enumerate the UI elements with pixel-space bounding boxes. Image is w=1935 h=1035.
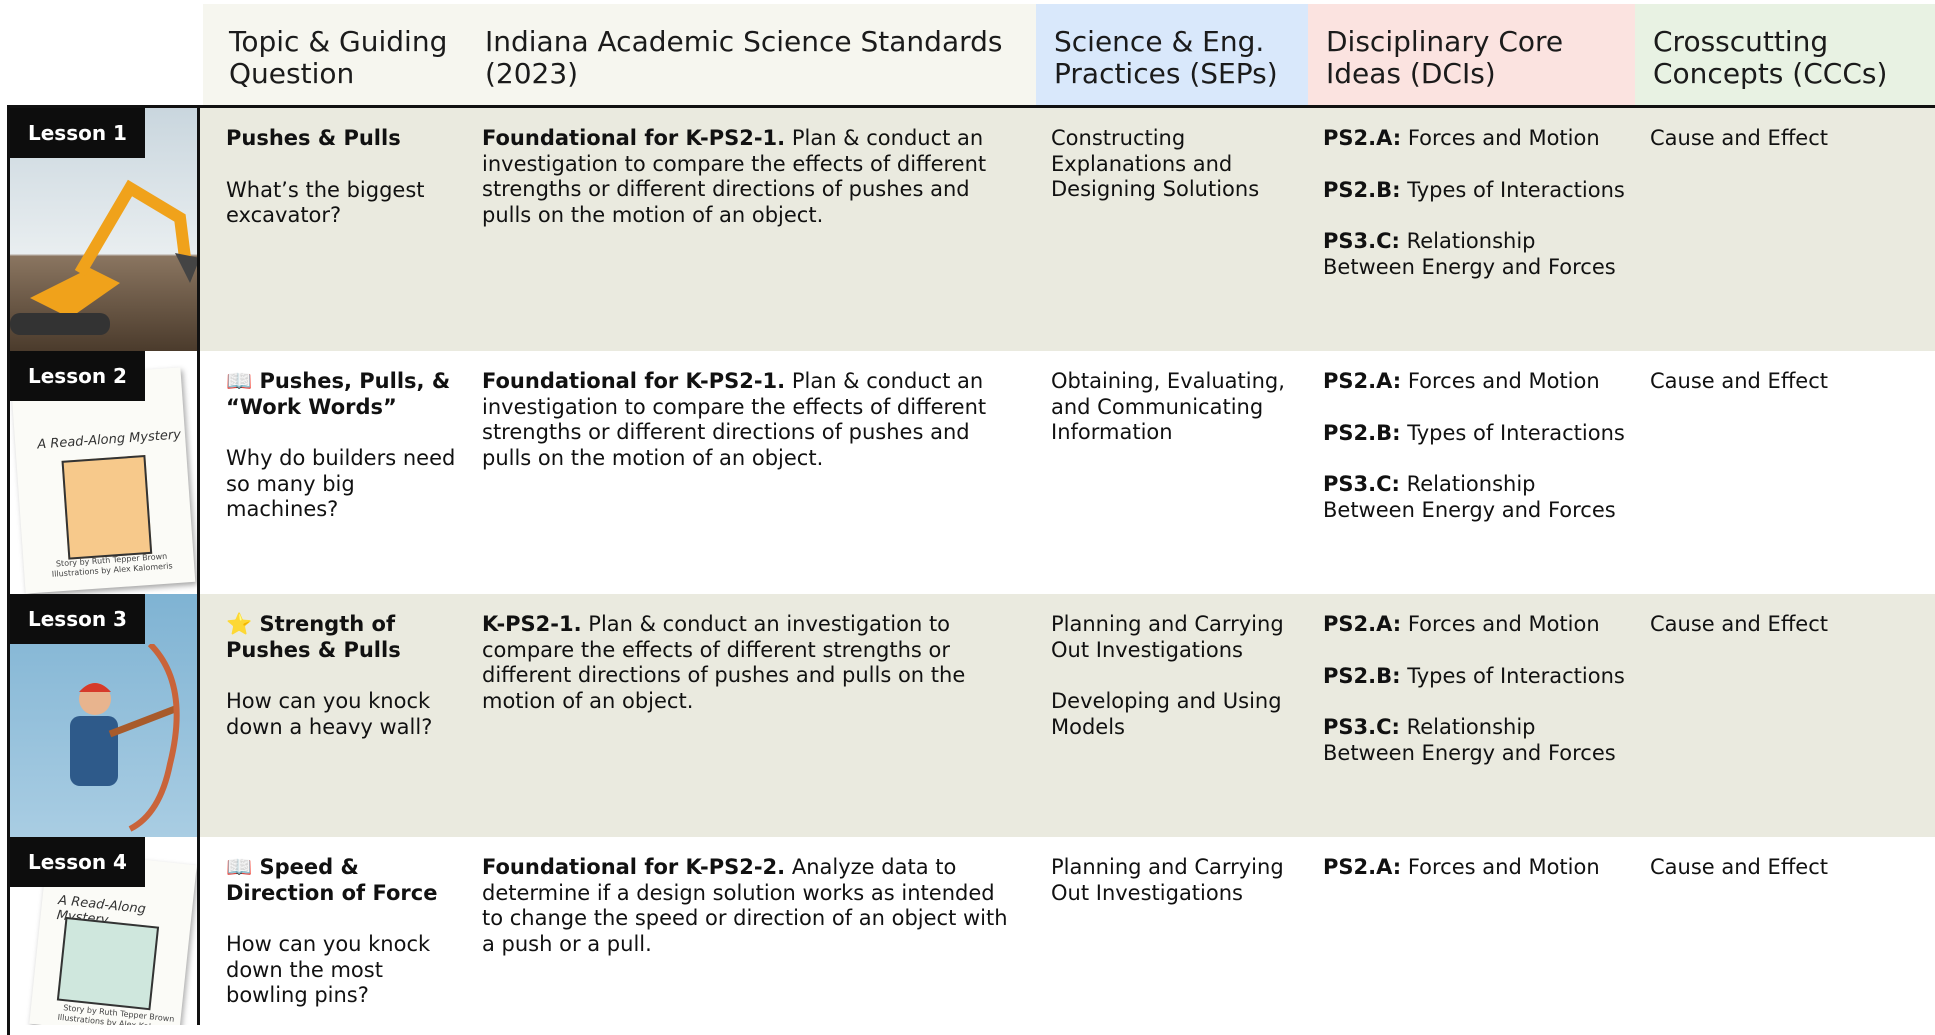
topic-cell: Pushes & Pulls What’s the biggest excava…: [200, 108, 456, 351]
lesson-row-2: A Read-Along Mystery Story by Ruth Teppe…: [10, 351, 1935, 594]
lesson-1-thumbnail: Lesson 1: [10, 108, 200, 351]
lesson-tag: Lesson 1: [10, 108, 145, 158]
topic-title: 📖 Speed & Direction of Force: [226, 855, 438, 905]
guiding-question: Why do builders need so many big machine…: [226, 446, 456, 521]
topic-title: 📖 Pushes, Pulls, & “Work Words”: [226, 369, 451, 419]
bowling-illustration: [56, 916, 160, 1011]
topic-title: ⭐ Strength of Pushes & Pulls: [226, 612, 401, 662]
book-icon: 📖: [226, 369, 253, 393]
standard-cell: Foundational for K-PS2-1. Plan & conduct…: [482, 126, 987, 227]
sep-cell: Obtaining, Evaluating, and Communicating…: [1051, 369, 1285, 444]
guiding-question: What’s the biggest excavator?: [226, 177, 425, 228]
dci-cell: PS2.A: Forces and Motion PS2.B: Types of…: [1323, 369, 1625, 522]
header-seps: Science & Eng. Practices (SEPs): [1036, 4, 1308, 106]
lesson-row-4: A Read-Along Mystery Story by Ruth Teppe…: [10, 837, 1935, 1025]
book-cover-image: A Read-Along Mystery Story by Ruth Teppe…: [10, 367, 196, 594]
ccc-cell: Cause and Effect: [1650, 855, 1828, 879]
ccc-cell: Cause and Effect: [1650, 369, 1828, 393]
standard-cell: Foundational for K-PS2-1. Plan & conduct…: [482, 369, 987, 470]
topic-title: Pushes & Pulls: [226, 126, 401, 150]
lesson-tag: Lesson 2: [10, 351, 145, 401]
sep-cell: Planning and Carrying Out Investigations…: [1051, 612, 1284, 739]
table-header: Topic & Guiding Question Indiana Academi…: [203, 4, 1935, 106]
topic-cell: 📖 Pushes, Pulls, & “Work Words” Why do b…: [200, 351, 456, 594]
topic-cell: 📖 Speed & Direction of Force How can you…: [200, 837, 456, 1025]
standard-cell: Foundational for K-PS2-2. Analyze data t…: [482, 855, 1008, 956]
header-topic: Topic & Guiding Question: [203, 4, 459, 106]
lesson-4-thumbnail: A Read-Along Mystery Story by Ruth Teppe…: [10, 837, 200, 1025]
ccc-cell: Cause and Effect: [1650, 612, 1828, 636]
header-dcis: Disciplinary Core Ideas (DCIs): [1308, 4, 1635, 106]
topic-cell: ⭐ Strength of Pushes & Pulls How can you…: [200, 594, 456, 837]
lesson-row-1: Lesson 1 Pushes & Pulls What’s the bigge…: [10, 108, 1935, 351]
lesson-3-thumbnail: Lesson 3: [10, 594, 200, 837]
table-body-frame: [7, 105, 1935, 1035]
lesson-row-3: Lesson 3 ⭐ Strength of Pushes & Pulls Ho…: [10, 594, 1935, 837]
sep-cell: Planning and Carrying Out Investigations: [1051, 855, 1284, 905]
dci-cell: PS2.A: Forces and Motion PS2.B: Types of…: [1323, 126, 1625, 279]
excavator-icon: [10, 179, 197, 335]
standard-cell: K-PS2-1. Plan & conduct an investigation…: [482, 612, 966, 713]
header-standards: Indiana Academic Science Standards (2023…: [459, 4, 1036, 106]
dci-cell: PS2.A: Forces and Motion PS2.B: Types of…: [1323, 612, 1625, 765]
worker-icon: [70, 644, 180, 832]
sep-cell: Constructing Explanations and Designing …: [1051, 126, 1260, 201]
lesson-tag: Lesson 3: [10, 594, 145, 644]
header-cccs: Crosscutting Concepts (CCCs): [1635, 4, 1935, 106]
ccc-cell: Cause and Effect: [1650, 126, 1828, 150]
dci-cell: PS2.A: Forces and Motion: [1323, 855, 1600, 879]
star-icon: ⭐: [226, 612, 253, 636]
guiding-question: How can you knock down a heavy wall?: [226, 689, 433, 739]
book-icon: 📖: [226, 855, 253, 879]
lesson-tag: Lesson 4: [10, 837, 145, 887]
builder-illustration: [61, 454, 153, 560]
guiding-question: How can you knock down the most bowling …: [226, 932, 431, 1007]
lesson-2-thumbnail: A Read-Along Mystery Story by Ruth Teppe…: [10, 351, 200, 594]
